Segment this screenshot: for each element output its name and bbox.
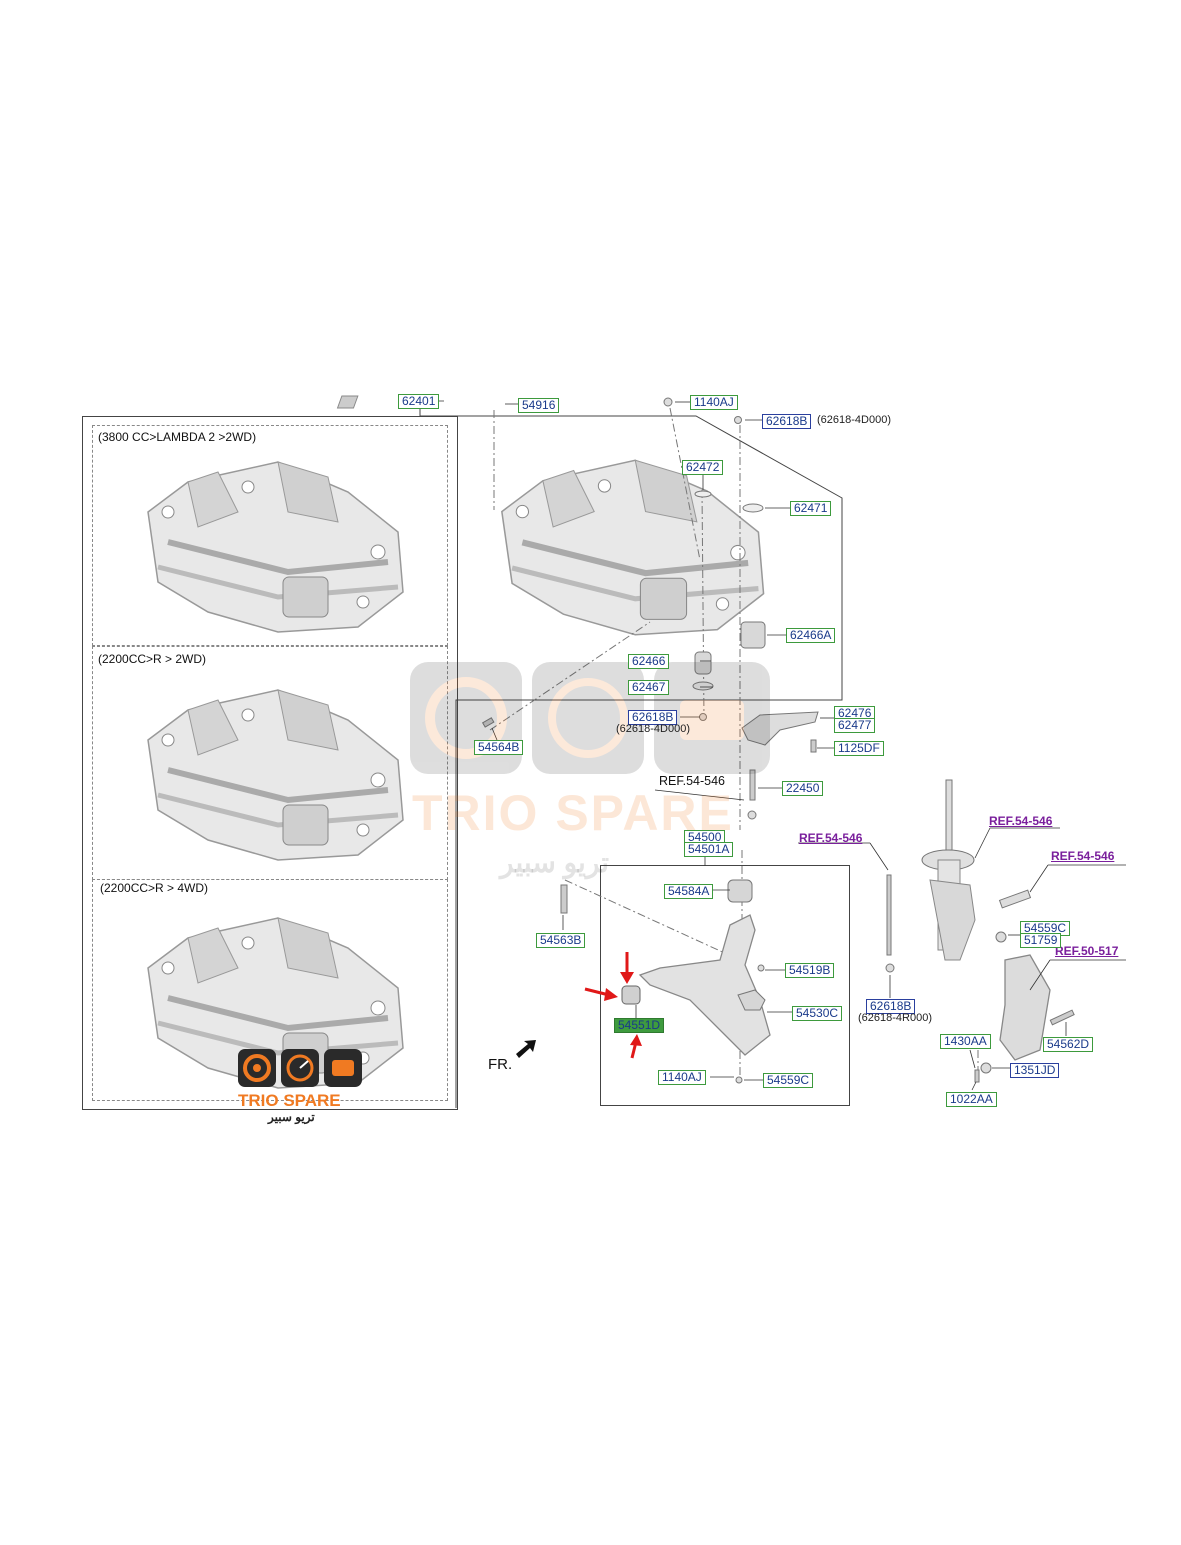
part-54501A[interactable]: 54501A — [684, 842, 734, 857]
part-54564B[interactable]: 54564B — [474, 740, 524, 755]
knuckle-icon — [999, 954, 1051, 1061]
part-54530C[interactable]: 54530C — [792, 1006, 843, 1021]
part-62467[interactable]: 62467 — [628, 680, 670, 695]
logo-arabic: تريو سبير — [268, 1110, 315, 1124]
part-54916[interactable]: 54916 — [518, 398, 560, 413]
ref-strut-3[interactable]: REF.54-546 — [1051, 849, 1115, 863]
bushing-icon — [740, 621, 766, 649]
part-1022AA[interactable]: 1022AA — [946, 1092, 997, 1107]
front-arrow-icon — [516, 1040, 536, 1058]
part-62477[interactable]: 62477 — [834, 718, 876, 733]
part-62472[interactable]: 62472 — [682, 460, 724, 475]
bolt-icon — [810, 739, 817, 753]
variant-title-1: (3800 CC>LAMBDA 2 >2WD) — [98, 430, 257, 444]
part-62466A[interactable]: 62466A — [786, 628, 836, 643]
part-62618B-top[interactable]: 62618B — [762, 414, 812, 429]
lower-arm-icon — [638, 914, 771, 1056]
part-1140AJ-bottom[interactable]: 1140AJ — [658, 1070, 706, 1085]
front-marker: FR. — [488, 1056, 513, 1073]
part-22450[interactable]: 22450 — [782, 781, 824, 796]
bushing-icon — [621, 985, 641, 1005]
part-54500[interactable]: 54500 — [684, 830, 726, 845]
brand-logo — [238, 1049, 362, 1087]
part-62618B-mid[interactable]: 62618B — [628, 710, 678, 725]
red-arrow-icon — [584, 952, 642, 1059]
part-62618B-right[interactable]: 62618B — [866, 999, 916, 1014]
part-1125DF[interactable]: 1125DF — [834, 741, 884, 756]
lower-arm-frame — [600, 865, 850, 1106]
ref-knuckle[interactable]: REF.50-517 — [1055, 944, 1119, 958]
bushing-icon — [727, 879, 753, 903]
subframe-icon — [148, 690, 403, 860]
watermark-brand: TRIO SPARE — [412, 785, 734, 841]
part-54551D-highlighted[interactable]: 54551D — [614, 1018, 665, 1033]
note-right: (62618-4R000) — [858, 1012, 932, 1024]
ref-center[interactable]: REF.54-546 — [659, 774, 726, 788]
bolt-icon — [749, 769, 756, 801]
part-62476[interactable]: 62476 — [834, 706, 876, 721]
part-54563B[interactable]: 54563B — [536, 933, 586, 948]
logo-brand: TRIO SPARE — [238, 1091, 341, 1110]
part-1351JD[interactable]: 1351JD — [1010, 1063, 1060, 1078]
bolt-icon — [1049, 1009, 1075, 1026]
ref-strut-1[interactable]: REF.54-546 — [989, 814, 1053, 828]
part-54559C-bottom[interactable]: 54559C — [763, 1073, 814, 1088]
subframe-icon — [148, 462, 403, 632]
note-top: (62618-4D000) — [817, 414, 891, 426]
bushing-icon — [694, 651, 712, 675]
part-62401[interactable]: 62401 — [398, 394, 440, 409]
part-1140AJ-top[interactable]: 1140AJ — [690, 395, 738, 410]
part-54562D[interactable]: 54562D — [1043, 1037, 1094, 1052]
subframe-icon — [502, 460, 764, 634]
brand-logo — [410, 662, 770, 774]
bushing-icon — [336, 395, 359, 409]
part-54559C-right[interactable]: 54559C — [1020, 921, 1071, 936]
variant-title-3: (2200CC>R > 4WD) — [100, 881, 209, 895]
variant-panel-3 — [92, 879, 448, 1101]
part-62466[interactable]: 62466 — [628, 654, 670, 669]
part-1430AA[interactable]: 1430AA — [940, 1034, 991, 1049]
variant-title-2: (2200CC>R > 2WD) — [98, 652, 207, 666]
part-62471[interactable]: 62471 — [790, 501, 832, 516]
note-mid: (62618-4D000) — [616, 723, 690, 735]
part-54519B[interactable]: 54519B — [785, 963, 835, 978]
watermark-arabic: تريو سبير — [500, 847, 610, 878]
part-51759[interactable]: 51759 — [1020, 933, 1062, 948]
variants-frame — [82, 416, 458, 1110]
part-54584A[interactable]: 54584A — [664, 884, 714, 899]
ref-strut-2[interactable]: REF.54-546 — [799, 831, 863, 845]
bolt-icon — [998, 889, 1032, 909]
variant-panel-1 — [92, 425, 448, 646]
strut-icon — [921, 779, 976, 961]
bolt-icon — [560, 884, 568, 914]
